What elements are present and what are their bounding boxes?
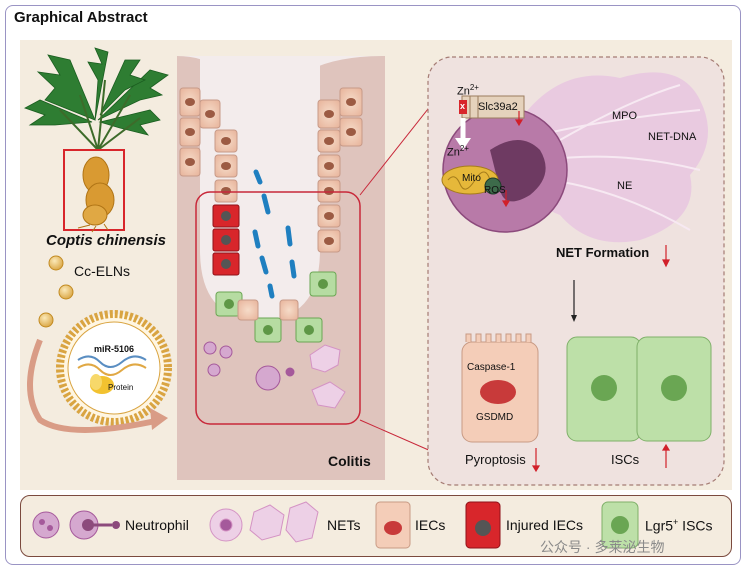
crypt-nets bbox=[309, 344, 346, 409]
legend-neutrophil: Neutrophil bbox=[125, 517, 189, 533]
watermark: 公众号 · 多莱泌生物 bbox=[540, 539, 665, 555]
neutrophil-nucleus bbox=[490, 140, 546, 202]
stem-nuclei bbox=[224, 279, 328, 335]
epithelial-column-right bbox=[317, 87, 363, 253]
net-dna-label: NET-DNA bbox=[648, 131, 697, 143]
ros-blob bbox=[484, 177, 502, 195]
protein-label: Protein bbox=[108, 383, 134, 392]
zinc-top-label: Zn2+ bbox=[457, 83, 479, 98]
lgr5-iscs bbox=[566, 336, 712, 442]
gsdmd-label: GSDMD bbox=[476, 412, 514, 423]
caspase-label: Caspase-1 bbox=[467, 362, 516, 373]
coptis-leaves bbox=[24, 47, 169, 136]
delivery-arrow bbox=[27, 338, 161, 433]
zinc-inner-label: Zn2+ bbox=[447, 144, 469, 159]
legend-injured-iecs: Injured IECs bbox=[506, 517, 584, 533]
ne-label: NE bbox=[617, 180, 633, 192]
iscs-label: ISCs bbox=[611, 452, 640, 467]
crypt-neutrophils bbox=[203, 341, 295, 391]
legend-lgr5-iscs: Lgr5+ ISCs bbox=[645, 517, 713, 534]
legend-nets: NETs bbox=[327, 517, 361, 533]
bacteria bbox=[252, 169, 297, 299]
transporter-label: Slc39a2 bbox=[478, 101, 518, 113]
eln-particle bbox=[38, 312, 54, 328]
zoom-line bbox=[359, 419, 441, 456]
svg-text:x: x bbox=[460, 101, 465, 111]
coptis-stems bbox=[59, 79, 141, 151]
mpo-label: MPO bbox=[612, 110, 638, 122]
eln-particle bbox=[48, 255, 64, 271]
colitis-label: Colitis bbox=[328, 453, 371, 469]
injured-cells bbox=[212, 204, 240, 276]
ros-label: ROS bbox=[484, 185, 506, 196]
rhizome-highlight-box bbox=[63, 149, 125, 231]
cell-nuclei bbox=[185, 98, 356, 245]
slc39a2-transporter bbox=[459, 95, 525, 119]
mito-label: Mito bbox=[462, 173, 481, 184]
plant-name: Coptis chinensis bbox=[46, 232, 167, 249]
eln-particle bbox=[58, 284, 74, 300]
legend-iecs: IECs bbox=[415, 517, 446, 533]
mirna-label: miR-5106 bbox=[94, 344, 135, 354]
net-formation-label: NET Formation bbox=[556, 245, 650, 260]
figure-title: Graphical Abstract bbox=[14, 9, 148, 26]
eln-label: Cc-ELNs bbox=[74, 263, 131, 279]
crypt-base-cells bbox=[237, 299, 299, 321]
eln-vesicle bbox=[56, 310, 172, 426]
crypt-focus-box bbox=[195, 191, 361, 425]
pyroptotic-iec bbox=[461, 333, 539, 443]
coptis-rhizome bbox=[77, 156, 115, 233]
pyroptosis-label: Pyroptosis bbox=[465, 452, 526, 467]
